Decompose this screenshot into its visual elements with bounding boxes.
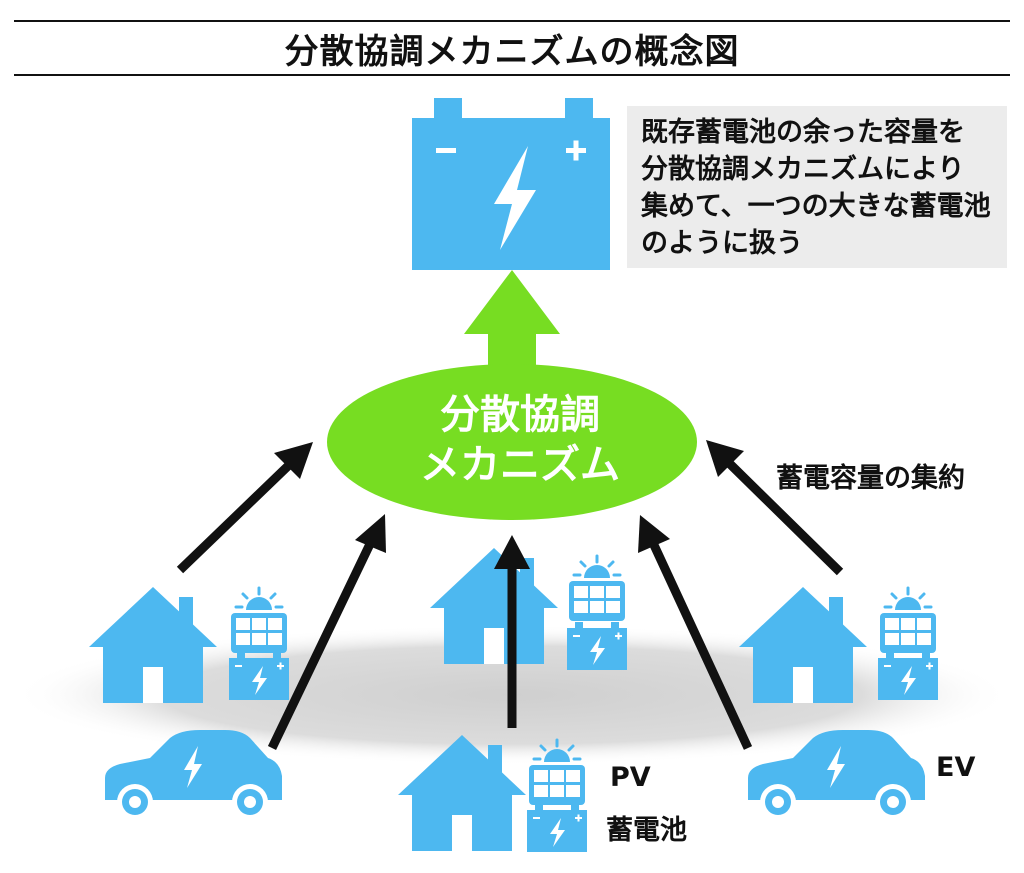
aggregation-arrow: [726, 460, 844, 576]
battery-icon: [229, 652, 289, 700]
solar-panel-icon: [229, 586, 289, 655]
pv-label: PV: [610, 762, 651, 793]
battery-icon: [567, 622, 627, 670]
arrow-label: 蓄電容量の集約: [776, 463, 965, 494]
house-icon: [89, 587, 217, 703]
battery-icon: [527, 804, 587, 852]
top-rule: [14, 20, 1010, 22]
page-title: 分散協調メカニズムの概念図: [284, 32, 740, 72]
ev-label: EV: [936, 752, 976, 783]
solar-panel-icon: [567, 554, 627, 623]
battery-icon: [412, 98, 610, 270]
arrow-head: [274, 442, 313, 479]
central-battery-note: 既存蓄電池の余った容量を 分散協調メカニズムにより 集めて、一つの大きな蓄電池 …: [627, 106, 1007, 268]
arrow-head: [706, 440, 744, 477]
arrow-head: [638, 515, 670, 553]
lightning-icon: [494, 146, 536, 250]
arrow-head: [494, 535, 530, 569]
aggregation-arrow: [649, 543, 753, 750]
arrow-head: [355, 514, 386, 553]
mechanism-label: 分散協調 メカニズム: [420, 392, 620, 488]
green-arrow: [464, 270, 560, 372]
aggregation-arrow: [267, 542, 375, 750]
solar-panel-icon: [878, 586, 938, 655]
aggregation-arrow: [176, 462, 292, 574]
battery-label: 蓄電池: [606, 815, 687, 846]
mechanism-ellipse: [327, 364, 697, 520]
bottom-rule: [14, 74, 1010, 76]
house-icon: [739, 587, 867, 703]
house-icon: [430, 548, 558, 664]
battery-icon: [878, 652, 938, 700]
